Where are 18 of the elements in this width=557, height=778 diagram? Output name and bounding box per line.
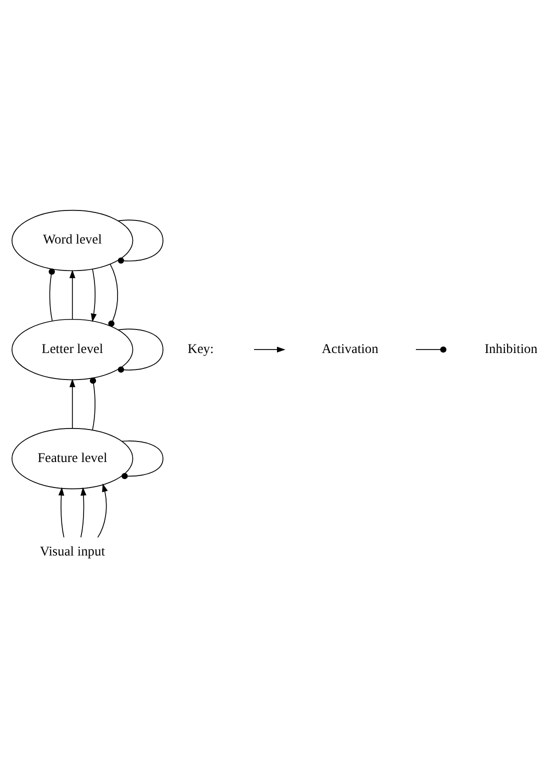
connector	[122, 440, 164, 480]
arrow	[90, 268, 97, 322]
node-text: Visual input	[40, 544, 105, 559]
legend-label: Inhibition	[484, 340, 538, 356]
arrow	[58, 487, 64, 538]
arrow	[80, 487, 86, 538]
arrow	[69, 378, 76, 429]
connector	[90, 378, 96, 430]
connector	[118, 328, 164, 373]
arrow	[69, 270, 76, 320]
connector	[118, 220, 164, 264]
node-ellipse: Word level	[12, 210, 134, 272]
node-ellipse: Feature level	[12, 428, 134, 490]
label: Key:	[188, 340, 214, 356]
connector	[48, 268, 55, 322]
arrow	[97, 483, 108, 538]
connector	[108, 264, 118, 327]
legend-label: Activation	[322, 340, 378, 356]
